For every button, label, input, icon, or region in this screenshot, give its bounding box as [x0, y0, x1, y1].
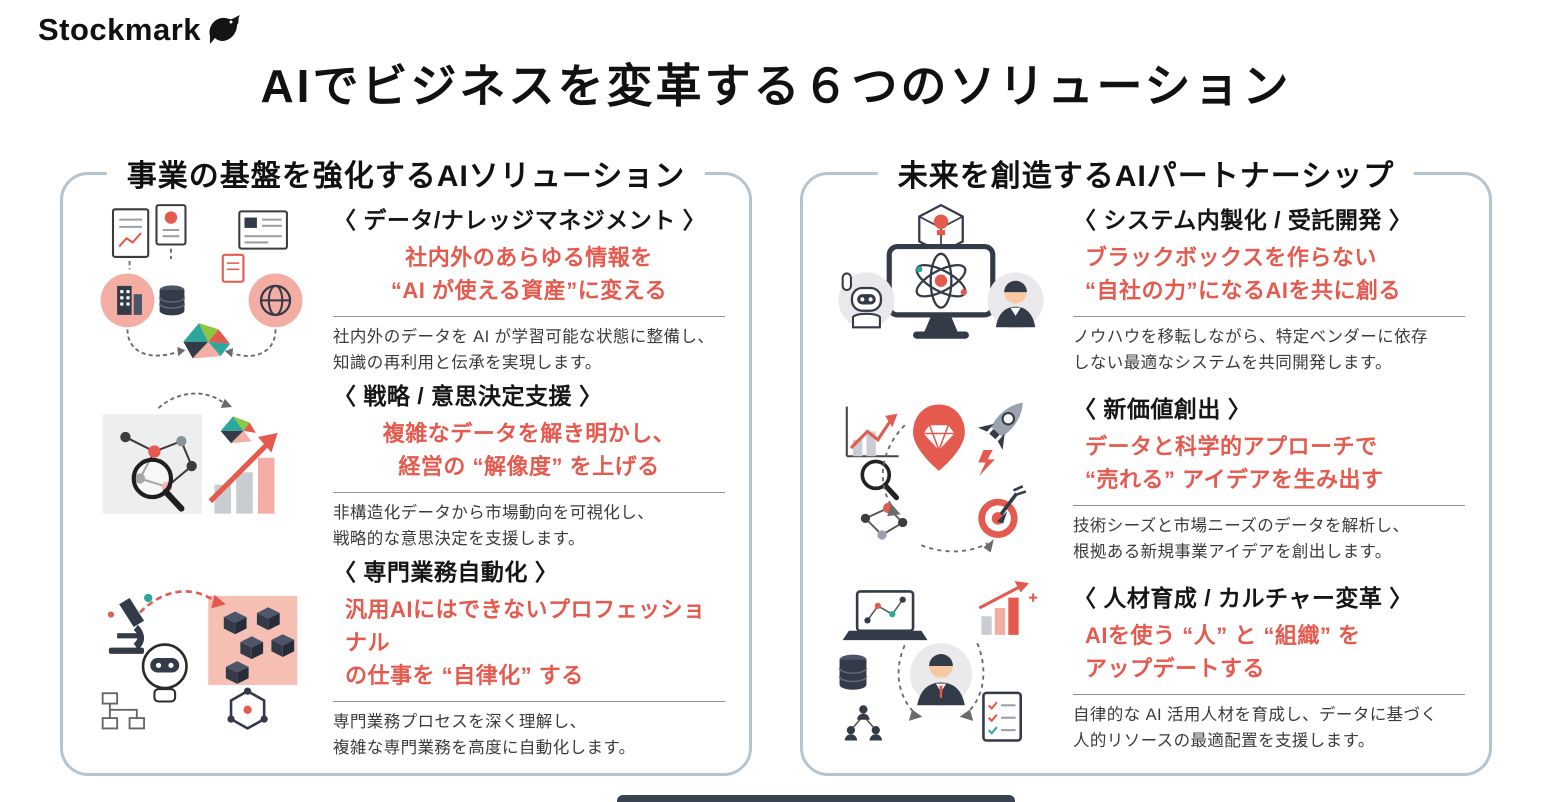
panel-partnership: 未来を創造するAIパートナーシップ — [800, 151, 1492, 776]
page-title: AIでビジネスを変革する６つのソリューション — [260, 60, 1292, 112]
item-subtitle: 複雑なデータを解き明かし、 経営の “解像度” を上げる — [382, 421, 676, 480]
item-text: 〈 人材育成 / カルチャー変革 〉 AIを使う “人” と “組織” を アッ… — [1073, 579, 1469, 754]
solution-item-automation: 〈 専門業務自動化 〉 汎用AIにはできないプロフェッショナル の仕事を “自律… — [77, 553, 729, 761]
rocket-target-diamond-icon — [817, 390, 1065, 566]
item-description: 自律的な AI 活用人材を育成し、データに基づく 人的リソースの最適配置を支援し… — [1073, 706, 1438, 750]
next-section-edge — [617, 795, 1015, 802]
solution-item-strategy: 〈 戦略 / 意思決定支援 〉 複雑なデータを解き明かし、 経営の “解像度” … — [77, 377, 729, 553]
item-text: 〈 データ/ナレッジマネジメント 〉 社内外のあらゆる情報を “AI が使える資… — [333, 201, 729, 376]
item-text: 〈 戦略 / 意思決定支援 〉 複雑なデータを解き明かし、 経営の “解像度” … — [333, 377, 729, 552]
item-description: 技術シーズと市場ニーズのデータを解析し、 根拠ある新規事業アイデアを創出します。 — [1073, 517, 1410, 561]
documents-globe-brain-icon — [77, 201, 325, 377]
item-title: 〈 データ/ナレッジマネジメント 〉 — [333, 207, 707, 234]
monitor-atom-collaboration-icon — [817, 201, 1065, 377]
item-subtitle: ブラックボックスを作らない “自社の力”になるAIを共に創る — [1085, 245, 1402, 304]
item-title: 〈 システム内製化 / 受託開発 〉 — [1073, 207, 1413, 234]
item-subtitle: 社内外のあらゆる情報を “AI が使える資産”に変える — [390, 245, 668, 304]
panel-foundation: 事業の基盤を強化するAIソリューション — [60, 151, 752, 776]
brand-header: Stockmark — [38, 12, 243, 48]
divider — [1073, 505, 1465, 507]
item-description: 非構造化データから市場動向を可視化し、 戦略的な意思決定を支援します。 — [333, 504, 655, 548]
brand-logo-text: Stockmark — [38, 12, 202, 47]
solution-item-new-value: 〈 新価値創出 〉 データと科学的アプローチで “売れる” アイデアを生み出す … — [817, 390, 1469, 566]
solution-item-talent: 〈 人材育成 / カルチャー変革 〉 AIを使う “人” と “組織” を アッ… — [817, 579, 1469, 755]
talent-development-icon — [817, 579, 1065, 755]
item-title: 〈 新価値創出 〉 — [1073, 396, 1252, 423]
item-description: 専門業務プロセスを深く理解し、 複雑な専門業務を高度に自動化します。 — [333, 713, 636, 757]
panel-foundation-items: 〈 データ/ナレッジマネジメント 〉 社内外のあらゆる情報を “AI が使える資… — [77, 201, 729, 757]
panel-foundation-heading: 事業の基盤を強化するAIソリューション — [106, 151, 706, 195]
divider — [333, 492, 725, 494]
item-subtitle: データと科学的アプローチで “売れる” アイデアを生み出す — [1085, 434, 1384, 493]
item-subtitle: AIを使う “人” と “組織” を アップデートする — [1085, 623, 1361, 682]
item-title: 〈 専門業務自動化 〉 — [333, 559, 559, 585]
item-description: 社内外のデータを AI が学習可能な状態に整備し、 知識の再利用と伝承を実現しま… — [333, 328, 715, 372]
divider — [333, 316, 725, 318]
network-search-growth-chart-icon — [77, 377, 325, 553]
divider — [333, 701, 725, 702]
solution-panels: 事業の基盤を強化するAIソリューション — [60, 151, 1492, 776]
robot-microscope-cubes-icon — [77, 569, 325, 745]
item-text: 〈 システム内製化 / 受託開発 〉 ブラックボックスを作らない “自社の力”に… — [1073, 201, 1469, 376]
item-title: 〈 戦略 / 意思決定支援 〉 — [333, 383, 603, 410]
solution-item-codevelopment: 〈 システム内製化 / 受託開発 〉 ブラックボックスを作らない “自社の力”に… — [817, 201, 1469, 377]
panel-partnership-heading: 未来を創造するAIパートナーシップ — [877, 151, 1415, 195]
item-text: 〈 専門業務自動化 〉 汎用AIにはできないプロフェッショナル の仕事を “自律… — [333, 553, 729, 761]
divider — [1073, 694, 1465, 696]
stockmark-bird-icon — [209, 15, 241, 44]
item-description: ノウハウを移転しながら、特定ベンダーに依存 しない最適なシステムを共同開発します… — [1073, 328, 1428, 372]
panel-partnership-items: 〈 システム内製化 / 受託開発 〉 ブラックボックスを作らない “自社の力”に… — [817, 201, 1469, 755]
solution-item-knowledge-management: 〈 データ/ナレッジマネジメント 〉 社内外のあらゆる情報を “AI が使える資… — [77, 201, 729, 377]
divider — [1073, 316, 1465, 318]
item-title: 〈 人材育成 / カルチャー変革 〉 — [1073, 585, 1413, 612]
item-text: 〈 新価値創出 〉 データと科学的アプローチで “売れる” アイデアを生み出す … — [1073, 390, 1469, 565]
item-subtitle: 汎用AIにはできないプロフェッショナル の仕事を “自律化” する — [345, 597, 706, 688]
